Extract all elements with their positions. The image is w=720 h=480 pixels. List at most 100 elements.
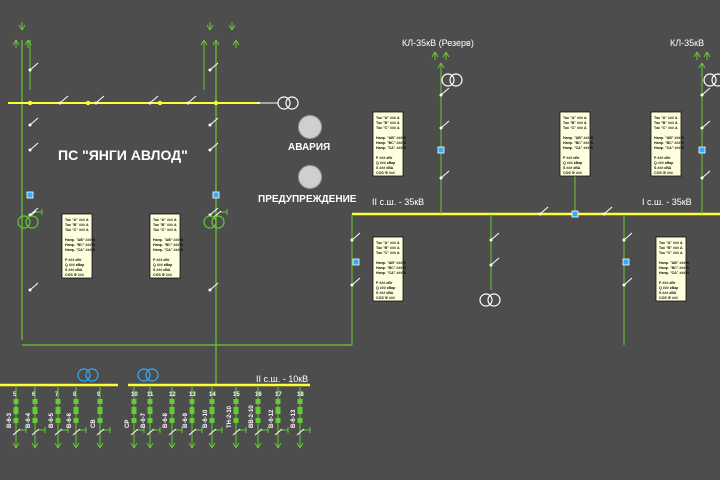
disconnector-blade xyxy=(440,87,450,96)
switchgear-cell[interactable]: 10СР xyxy=(125,387,145,449)
grounding-icon[interactable] xyxy=(296,427,311,436)
disconnector-icon[interactable] xyxy=(186,95,197,105)
arrow-icon xyxy=(12,440,20,449)
cell-name: В-6-4 xyxy=(26,412,32,428)
disconnector-icon[interactable] xyxy=(602,206,613,216)
meter-row: S ### кВА xyxy=(659,291,677,295)
cell-breaker xyxy=(73,407,79,414)
transformer-10kv-icon[interactable] xyxy=(137,368,159,382)
grounding-icon[interactable] xyxy=(213,209,228,218)
disconnector-icon[interactable] xyxy=(439,120,450,130)
switchgear-cell[interactable]: 16ВВ-2-10 xyxy=(249,387,269,449)
cell-number: 7 xyxy=(55,392,59,398)
disconnector-blade xyxy=(29,117,39,126)
grounding-icon[interactable] xyxy=(188,427,203,436)
breaker-icon[interactable] xyxy=(352,258,360,266)
grounding-icon[interactable] xyxy=(254,427,269,436)
disconnector-icon[interactable] xyxy=(94,95,105,105)
switchgear-cell[interactable]: 6В-6-4 xyxy=(26,387,46,449)
meter-row: Ток "С" ### А xyxy=(376,251,400,255)
cell-name: В-6-5 xyxy=(49,412,55,428)
disconnector-icon[interactable] xyxy=(28,62,39,72)
breaker-icon[interactable] xyxy=(212,191,220,199)
meter-row: COS Ф ### xyxy=(563,171,582,175)
disconnector-blade xyxy=(29,142,39,151)
disconnector-icon[interactable] xyxy=(622,277,633,287)
bus-node xyxy=(213,100,219,106)
switchgear-cell[interactable]: 12В-6-8 xyxy=(163,387,183,449)
switchgear-cell[interactable]: 13В-6-9 xyxy=(183,387,203,449)
disconnector-icon[interactable] xyxy=(58,95,69,105)
main-transformer-2-icon[interactable] xyxy=(203,215,225,229)
disconnector-icon[interactable] xyxy=(208,142,219,152)
disconnector-icon[interactable] xyxy=(622,232,633,242)
grounding-icon[interactable] xyxy=(168,427,183,436)
emergency-lamp[interactable] xyxy=(298,115,322,139)
meter-row: Ток "С" ### А xyxy=(654,126,678,130)
disconnector-icon[interactable] xyxy=(28,142,39,152)
grounding-icon[interactable] xyxy=(12,427,27,436)
grounding-icon[interactable] xyxy=(274,427,289,436)
breaker-icon[interactable] xyxy=(437,146,445,154)
grounding-icon[interactable] xyxy=(232,427,247,436)
arrow-icon xyxy=(24,39,32,48)
cell-name: В-6-6 xyxy=(67,412,73,428)
warning-lamp[interactable] xyxy=(298,165,322,189)
switchgear-cell[interactable]: 8В-6-6 xyxy=(67,387,87,449)
disconnector-icon[interactable] xyxy=(208,282,219,292)
switchgear-cell[interactable]: 15ТН-2-10 xyxy=(227,387,247,449)
transformer-winding xyxy=(25,215,39,229)
switchgear-cell[interactable]: 11В-6-7 xyxy=(141,387,161,449)
disconnector-icon[interactable] xyxy=(28,117,39,127)
breaker-icon[interactable] xyxy=(698,146,706,154)
cell-number: 8 xyxy=(73,392,77,398)
ground-blade xyxy=(54,428,63,436)
switchgear-cell[interactable]: 17В-6-12 xyxy=(269,387,289,449)
disconnector-icon[interactable] xyxy=(439,87,450,97)
disconnector-icon[interactable] xyxy=(208,117,219,127)
disconnector-icon[interactable] xyxy=(489,257,500,267)
main-transformer-1-icon[interactable] xyxy=(17,215,39,229)
cell-number: 12 xyxy=(169,392,176,398)
switchgear-cell[interactable]: 9СВ xyxy=(91,387,111,449)
disconnector-icon[interactable] xyxy=(439,170,450,180)
arrow-icon xyxy=(206,22,214,31)
breaker-icon[interactable] xyxy=(571,210,579,218)
switchgear-cell[interactable]: 18В-6-13 xyxy=(291,387,311,449)
meter-row: Р ### кВт xyxy=(376,281,393,285)
disconnector-icon[interactable] xyxy=(538,206,549,216)
line-transformer-icon[interactable] xyxy=(703,73,720,87)
cell-switch-top xyxy=(73,399,79,404)
grounding-icon[interactable] xyxy=(96,427,111,436)
meter-row: Ток "А" ### А xyxy=(65,218,89,222)
disconnector-icon[interactable] xyxy=(700,170,711,180)
breaker-icon[interactable] xyxy=(622,258,630,266)
transformer-10kv-icon[interactable] xyxy=(77,368,99,382)
disconnector-icon[interactable] xyxy=(700,120,711,130)
grounding-icon[interactable] xyxy=(208,427,223,436)
disconnector-icon[interactable] xyxy=(700,87,711,97)
switchgear-cell[interactable]: 5В-6-3 xyxy=(7,387,27,449)
switchgear-cell[interactable]: 14В-6-10 xyxy=(203,387,223,449)
grounding-icon[interactable] xyxy=(72,427,87,436)
disconnector-icon[interactable] xyxy=(350,232,361,242)
switchgear-cell[interactable]: 7В-6-5 xyxy=(49,387,69,449)
disconnector-icon[interactable] xyxy=(350,277,361,287)
disconnector-pivot xyxy=(622,238,626,242)
voltage-transformer-icon[interactable] xyxy=(479,293,501,307)
grounding-icon[interactable] xyxy=(54,427,69,436)
line-transformer-icon[interactable] xyxy=(441,73,463,87)
grounding-icon[interactable] xyxy=(31,427,46,436)
disconnector-icon[interactable] xyxy=(489,232,500,242)
grounding-icon[interactable] xyxy=(146,427,161,436)
auxiliary-transformer-icon[interactable] xyxy=(277,96,299,110)
grounding-icon[interactable] xyxy=(130,427,145,436)
arrow-path xyxy=(232,440,240,449)
arrow-icon xyxy=(698,62,706,71)
disconnector-icon[interactable] xyxy=(28,282,39,292)
breaker-icon[interactable] xyxy=(26,191,34,199)
disconnector-icon[interactable] xyxy=(208,62,219,72)
disconnector-icon[interactable] xyxy=(148,95,159,105)
meter-row: Напр. "ВС" ### В xyxy=(376,266,406,270)
